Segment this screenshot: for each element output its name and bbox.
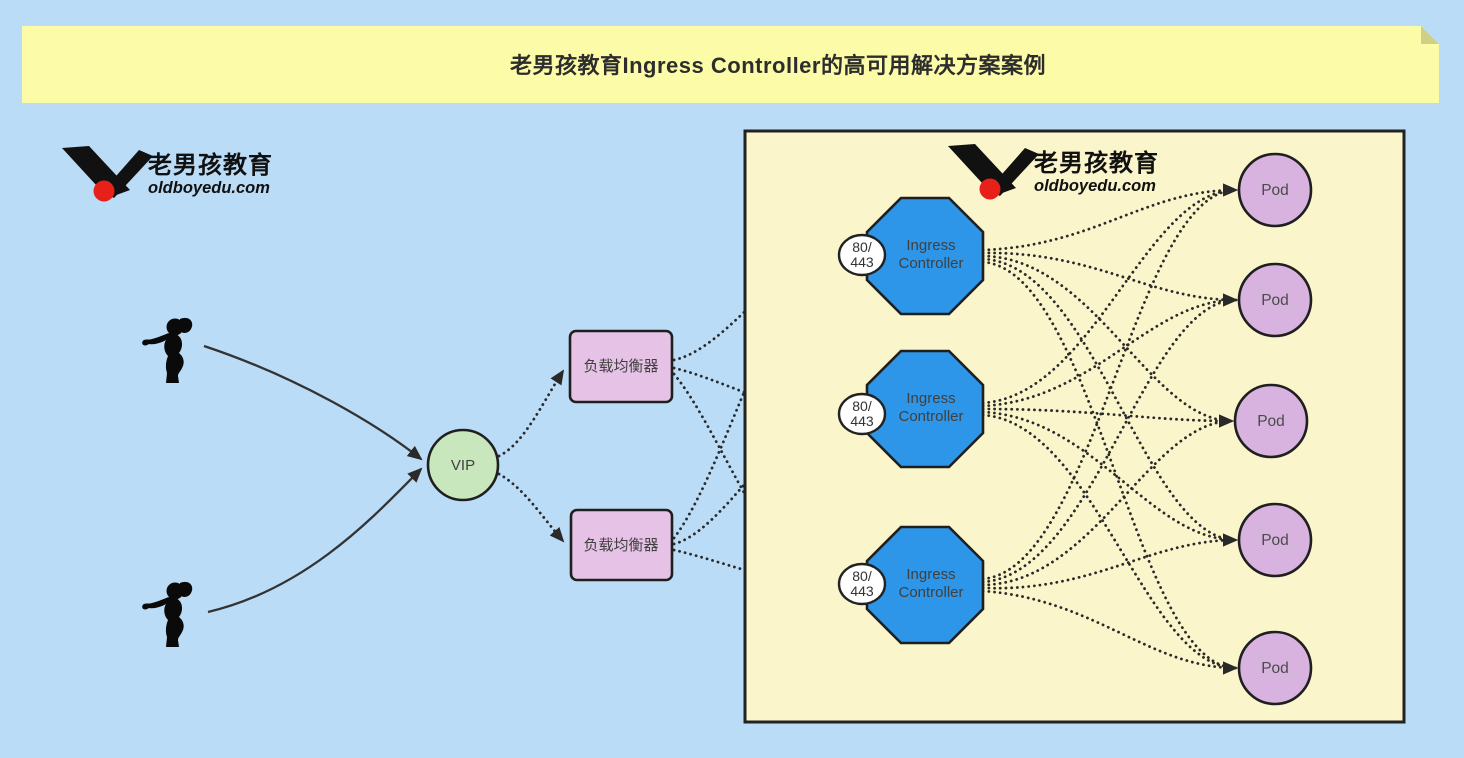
logo-v-icon: [62, 146, 153, 202]
pod-node-4: Pod: [1237, 502, 1313, 578]
edge-ic1-pod5: [981, 260, 1238, 675]
ingress2-port-line2: 443: [850, 413, 874, 429]
edge-ic1-pod3: [981, 254, 1234, 428]
pod2-label: Pod: [1261, 292, 1289, 309]
user-icon-1: [142, 317, 193, 383]
pod-node-1: Pod: [1237, 152, 1313, 228]
edge-ic1-pod4: [981, 257, 1238, 547]
ingress1-port-line1: 80/: [852, 239, 872, 255]
pod3-label: Pod: [1257, 413, 1285, 430]
logo-domain-text: oldboyedu.com: [148, 179, 270, 197]
edge-ic2-pod1: [981, 183, 1238, 405]
ingress3-label-line2: Controller: [898, 584, 963, 601]
ingress3-port-badge: 80/ 443: [837, 562, 887, 606]
pod4-label: Pod: [1261, 532, 1289, 549]
logo-red-dot-panel: [979, 178, 1001, 200]
page-title: 老男孩教育Ingress Controller的高可用解决方案案例: [509, 53, 1046, 78]
logo-v-icon-panel: [948, 144, 1039, 200]
pod-node-3: Pod: [1233, 383, 1309, 459]
edge-ic1-pod2: [981, 251, 1238, 307]
user-icon-2: [142, 581, 193, 647]
logo-domain-text-panel: oldboyedu.com: [1034, 177, 1156, 195]
pod1-label: Pod: [1261, 182, 1289, 199]
title-banner: 老男孩教育Ingress Controller的高可用解决方案案例: [22, 26, 1439, 103]
logo-red-dot: [93, 180, 115, 202]
edge-ic2-pod3: [981, 407, 1234, 428]
lb1-label: 负载均衡器: [583, 358, 658, 375]
ingress-node-1: Ingress Controller 80/ 443: [837, 196, 985, 316]
ingress2-label-line1: Ingress: [906, 390, 955, 407]
lb2-label: 负载均衡器: [583, 537, 658, 554]
edge-user1-vip: [203, 344, 423, 461]
ingress1-label-line1: Ingress: [906, 237, 955, 254]
vip-label: VIP: [451, 457, 475, 474]
logo-cn-text: 老男孩教育: [148, 151, 273, 179]
vip-node: VIP: [426, 428, 500, 502]
ingress-node-3: Ingress Controller 80/ 443: [837, 525, 985, 645]
pod-node-5: Pod: [1237, 630, 1313, 706]
oldboyedu-logo-outer: 老男孩教育 oldboyedu.com: [62, 146, 273, 202]
edge-ic2-pod5: [981, 413, 1238, 675]
lb-node-2: 负载均衡器: [569, 508, 674, 582]
edge-ic3-pod5: [981, 589, 1238, 675]
fold-corner: [1421, 26, 1439, 44]
ingress3-label-line1: Ingress: [906, 566, 955, 583]
edge-lb1-ic2: [672, 366, 833, 419]
ingress1-port-badge: 80/ 443: [837, 233, 887, 277]
edge-user2-vip: [207, 467, 423, 614]
banner-shape: [22, 26, 1439, 103]
edge-ic3-pod4: [981, 533, 1238, 590]
ingress2-port-badge: 80/ 443: [837, 392, 887, 436]
pod-node-2: Pod: [1237, 262, 1313, 338]
edge-ic2-pod2: [981, 293, 1238, 408]
ingress2-port-line1: 80/: [852, 398, 872, 414]
edge-ic3-pod3: [981, 414, 1234, 587]
edge-ic2-pod4: [981, 410, 1238, 547]
ingress3-port-line1: 80/: [852, 568, 872, 584]
edge-ic3-pod2: [981, 293, 1238, 584]
pod5-label: Pod: [1261, 660, 1289, 677]
ingress2-label-line2: Controller: [898, 408, 963, 425]
ingress1-port-line2: 443: [850, 254, 874, 270]
ingress1-label-line2: Controller: [898, 255, 963, 272]
ingress-node-2: Ingress Controller 80/ 443: [837, 349, 985, 469]
edge-ic3-pod1: [981, 183, 1238, 581]
ingress3-port-line2: 443: [850, 583, 874, 599]
edge-ic1-pod1: [981, 183, 1238, 252]
logo-cn-text-panel: 老男孩教育: [1034, 149, 1159, 177]
lb-node-1: 负载均衡器: [568, 329, 674, 404]
oldboyedu-logo-panel: 老男孩教育 oldboyedu.com: [948, 144, 1159, 200]
edge-vip-lb2: [497, 472, 565, 543]
